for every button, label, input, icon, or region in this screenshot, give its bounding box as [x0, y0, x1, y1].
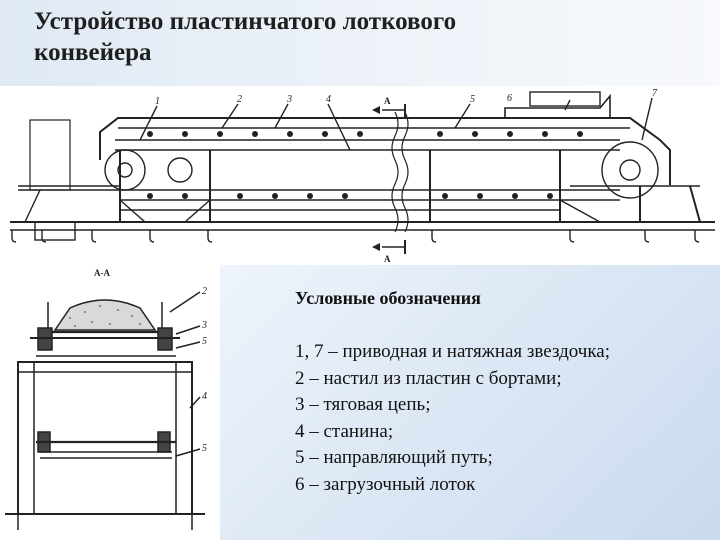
section-callout-5-bottom: 5 [202, 443, 207, 454]
callout-7: 7 [652, 88, 658, 99]
callout-4: 4 [326, 94, 331, 105]
legend-item: 3 – тяговая цепь; [295, 394, 431, 415]
callout-1: 1 [155, 96, 160, 107]
section-marker-top: А [384, 96, 391, 106]
legend-item: 4 – станина; [295, 420, 394, 442]
legend-item: 1, 7 – приводная и натяжная звездочка; [295, 341, 611, 362]
section-callout-3: 3 [201, 320, 207, 331]
slide-title-line-2: конвейера [34, 39, 152, 66]
legend-item: 6 – загрузочный лоток [295, 473, 476, 495]
legend-heading: Условные обозначения [295, 288, 481, 308]
slide-title: Устройство пластинчатого лоткового конве… [34, 6, 456, 68]
section-callout-5-top: 5 [202, 336, 207, 347]
callout-3: 3 [286, 94, 292, 105]
section-marker-bottom: А [384, 254, 391, 264]
legend-panel: Условные обозначения 1, 7 – приводная и … [220, 265, 720, 540]
callout-6: 6 [507, 93, 512, 104]
legend-item: 5 – направляющий путь; [295, 447, 493, 468]
section-callout-4: 4 [202, 391, 207, 402]
slide-title-line-1: Устройство пластинчатого лоткового [34, 8, 457, 35]
legend-item: 2 – настил из пластин с бортами; [295, 367, 562, 389]
title-band: Устройство пластинчатого лоткового конве… [0, 0, 720, 86]
conveyor-technical-drawing: 1 2 3 4 5 6 7 А А А-А [5, 88, 715, 530]
callout-5: 5 [470, 94, 475, 105]
section-callout-2: 2 [202, 286, 207, 297]
legend-list: 1, 7 – приводная и натяжная звездочка; 2… [295, 339, 610, 498]
callout-2: 2 [237, 94, 242, 105]
section-title: А-А [94, 268, 110, 278]
